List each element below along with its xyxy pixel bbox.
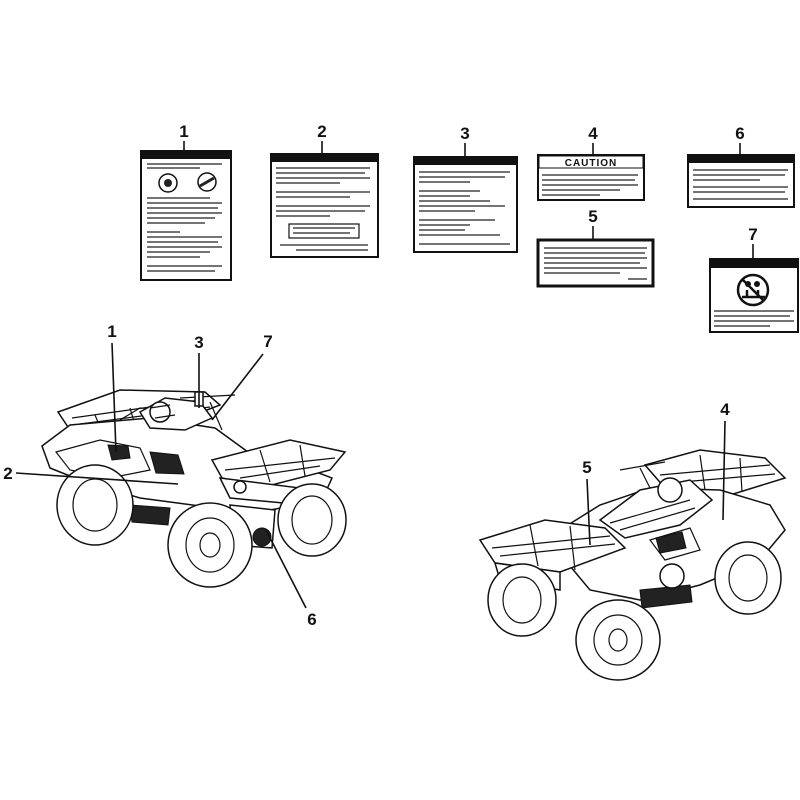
callout-number-3: 3	[460, 124, 469, 143]
wheel	[56, 464, 134, 546]
right-atv-callouts: 4 5	[582, 400, 730, 546]
callout-number-1: 1	[107, 322, 116, 341]
wheel	[277, 483, 347, 557]
atv-left-view	[41, 389, 347, 588]
callout-number-7: 7	[263, 332, 272, 351]
wheel	[487, 563, 557, 637]
decal-label-3: 3	[413, 124, 518, 253]
callout-number-5: 5	[582, 458, 591, 477]
wheel	[714, 541, 782, 615]
decal-label-5: 5	[536, 207, 655, 288]
callout-number-4: 4	[588, 124, 598, 143]
no-passenger-pictogram-icon	[736, 273, 770, 307]
decal-label-7: 7	[709, 225, 799, 333]
callout-number-2: 2	[3, 464, 12, 483]
decal-label-1: 1	[140, 122, 232, 281]
caution-heading: CAUTION	[565, 158, 618, 169]
atv-right-view	[478, 449, 787, 681]
decal-label-6: 6	[687, 124, 795, 208]
callout-number-3: 3	[194, 333, 203, 352]
left-atv-callouts: 1 3 7 2 6	[3, 322, 316, 629]
callout-number-2: 2	[317, 122, 326, 141]
wheel	[575, 599, 661, 681]
callout-number-6: 6	[307, 610, 316, 629]
callout-number-6: 6	[735, 124, 744, 143]
callout-number-5: 5	[588, 207, 597, 226]
callout-number-1: 1	[179, 122, 188, 141]
decal-label-4: 4 CAUTION	[537, 124, 645, 201]
wheel	[167, 502, 253, 588]
callout-number-4: 4	[720, 400, 730, 419]
decal-label-2: 2	[270, 122, 379, 258]
callout-number-7: 7	[748, 225, 757, 244]
